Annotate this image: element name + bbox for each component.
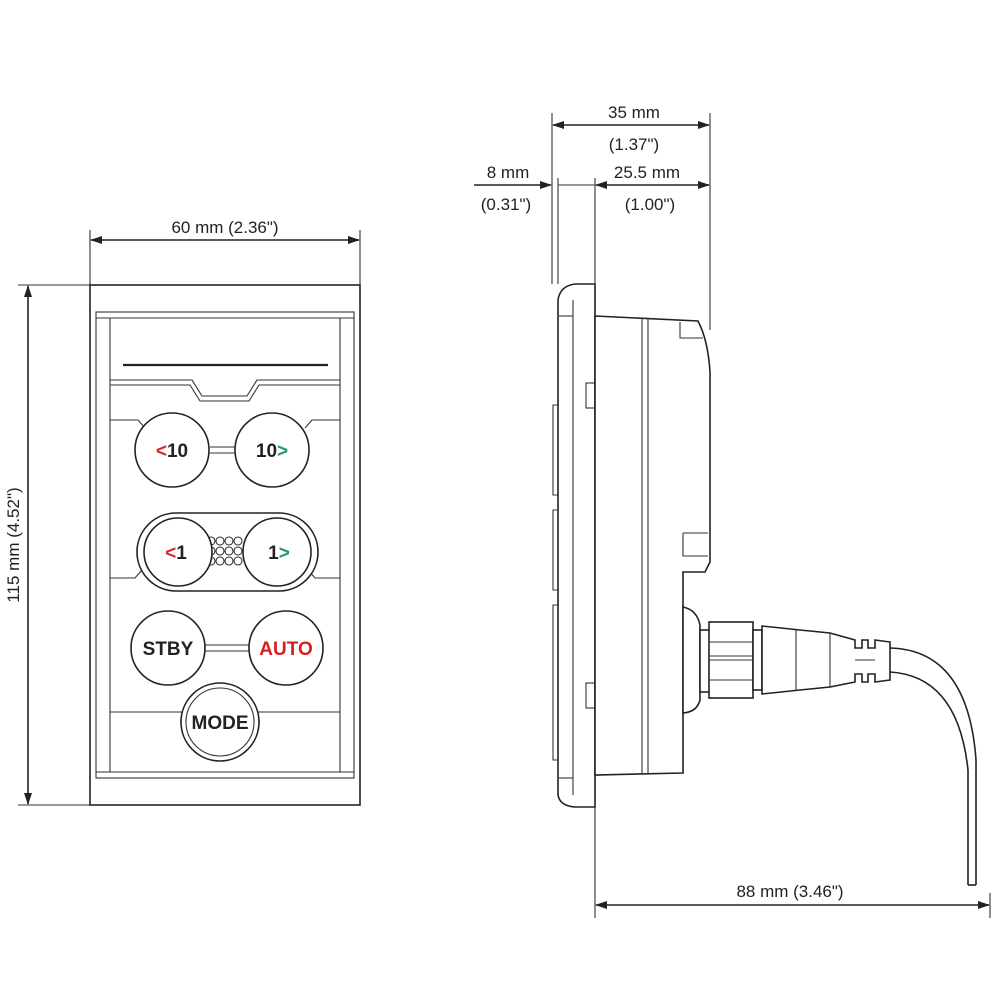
starboard-10-button[interactable]: 10>: [234, 412, 310, 488]
housing-body: [594, 315, 711, 776]
svg-text:AUTO: AUTO: [259, 639, 312, 660]
bezel-side: [557, 283, 596, 808]
side-view: 35 mm (1.37") 8 mm (0.31") 25.5 mm (1.00…: [474, 103, 991, 918]
svg-text:10>: 10>: [256, 441, 288, 462]
auto-button[interactable]: AUTO: [248, 610, 324, 686]
starboard-1-button[interactable]: 1>: [242, 517, 312, 587]
grille-dot: [233, 546, 243, 556]
svg-text:1>: 1>: [268, 543, 290, 564]
grille-dot: [224, 536, 234, 546]
port-10-button[interactable]: <10: [134, 412, 210, 488]
grille-dot: [233, 536, 243, 546]
grille-dot: [233, 556, 243, 566]
body-depth-inch-label: (1.00"): [625, 195, 675, 214]
svg-text:MODE: MODE: [192, 713, 249, 734]
grille-dot: [215, 536, 225, 546]
grille-dot: [215, 556, 225, 566]
grille-dot: [224, 546, 234, 556]
grille-dot: [224, 556, 234, 566]
cable: [889, 647, 977, 885]
front-view: 60 mm (2.36") 115 mm (4.52") <10: [4, 218, 361, 806]
body-depth-label: 25.5 mm: [614, 163, 680, 182]
svg-text:STBY: STBY: [143, 639, 194, 660]
width-label: 60 mm (2.36"): [171, 218, 278, 237]
mode-button[interactable]: MODE: [180, 682, 260, 762]
height-label: 115 mm (4.52"): [4, 487, 23, 602]
depth-inch-label: (1.37"): [609, 135, 659, 154]
svg-text:<10: <10: [156, 441, 188, 462]
port-1-button[interactable]: <1: [143, 517, 213, 587]
stby-button[interactable]: STBY: [130, 610, 206, 686]
depth-label: 35 mm: [608, 103, 660, 122]
grille-dot: [215, 546, 225, 556]
bezel-inch-label: (0.31"): [481, 195, 531, 214]
svg-text:<1: <1: [165, 543, 187, 564]
cable-clearance-label: 88 mm (3.46"): [736, 882, 843, 901]
bezel-label: 8 mm: [487, 163, 530, 182]
cable-connector: [682, 606, 891, 714]
